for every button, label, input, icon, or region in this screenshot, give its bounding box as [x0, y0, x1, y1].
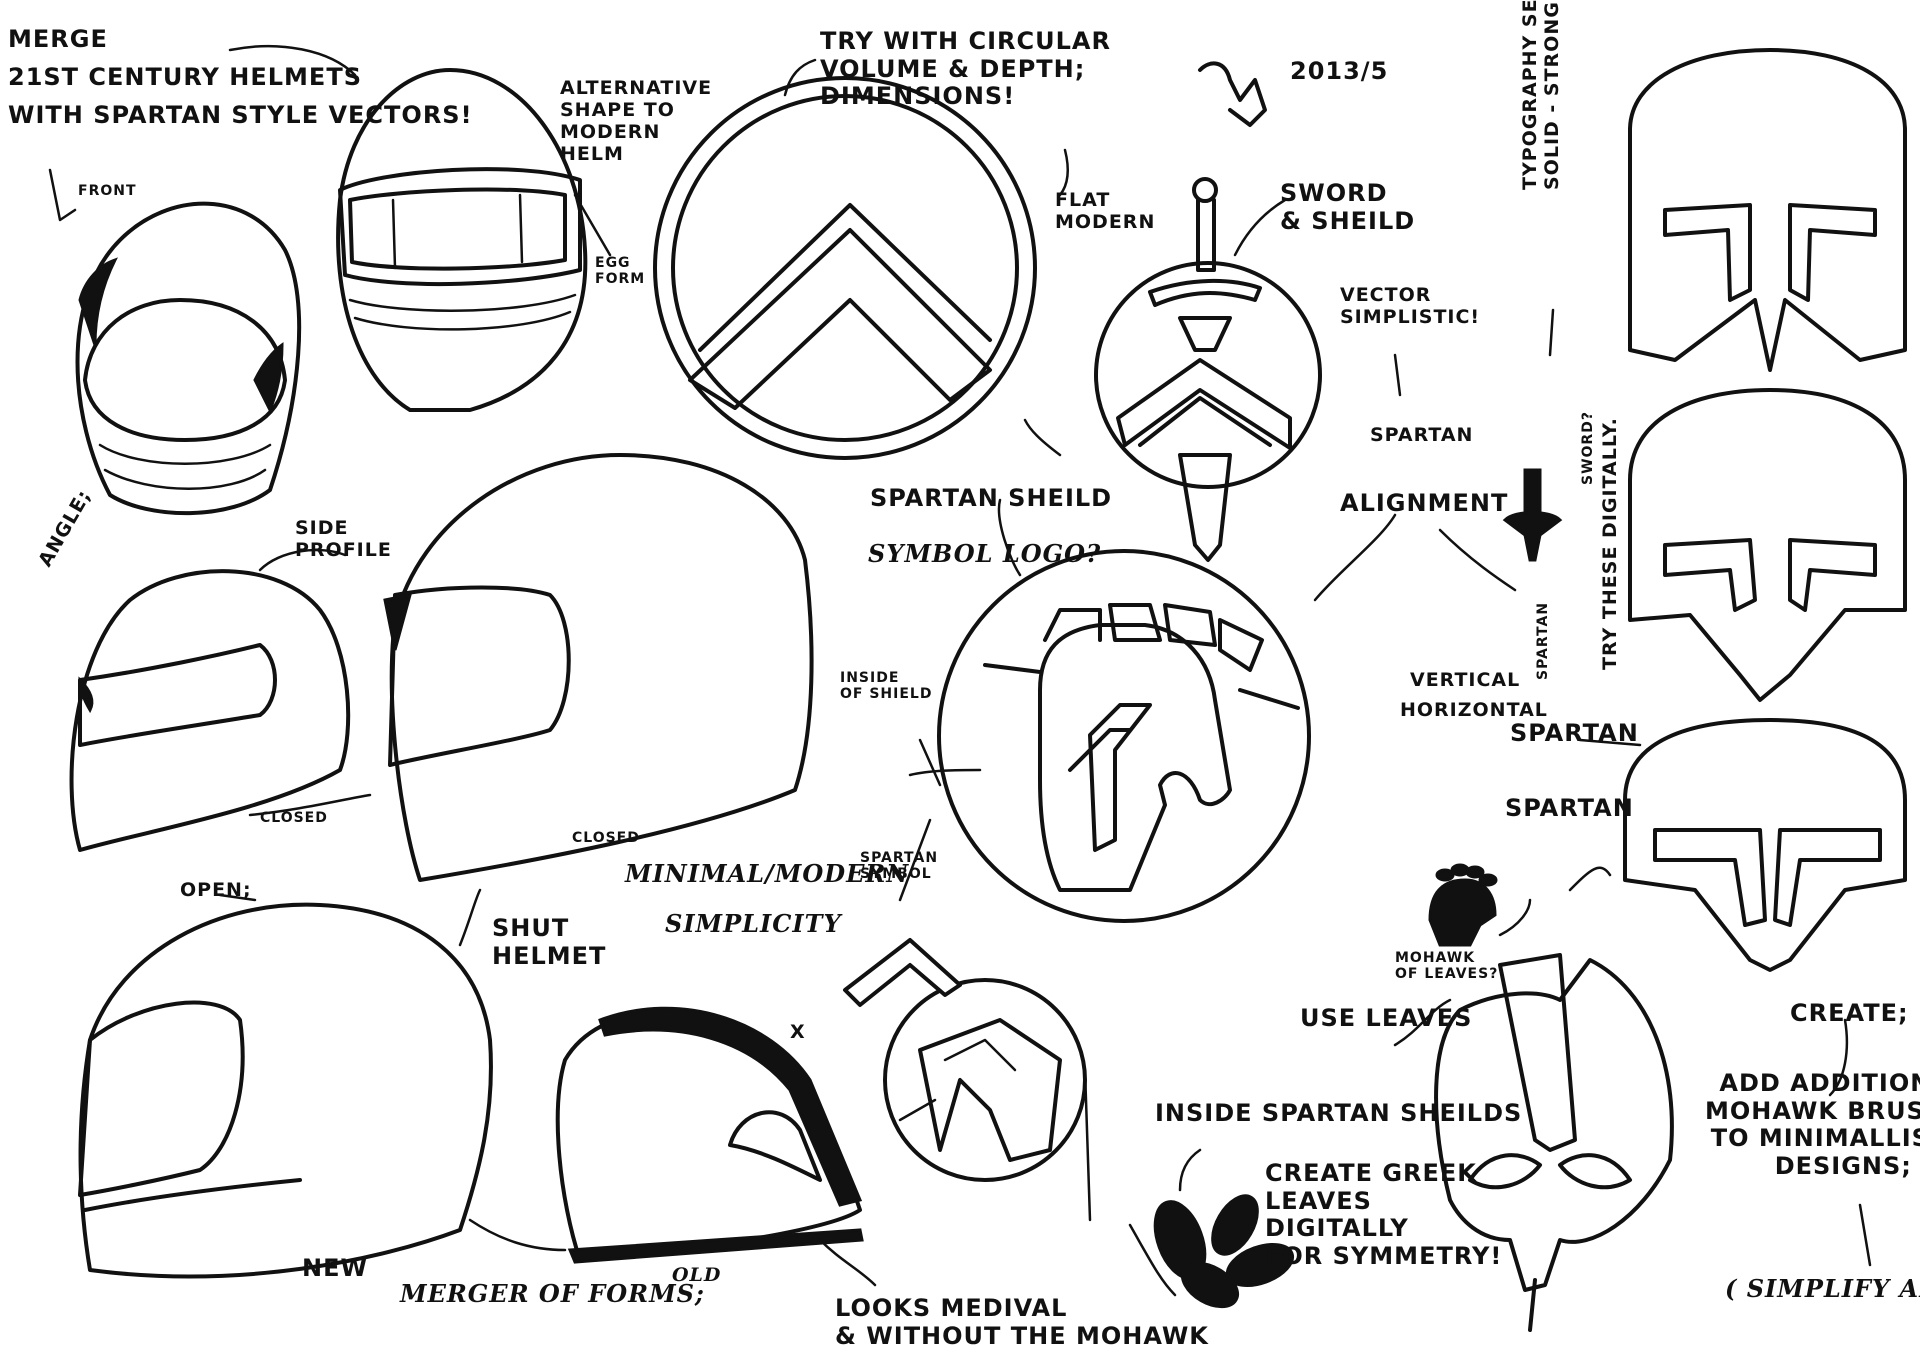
note-vertical: VERTICAL [1410, 669, 1521, 691]
minimal-helmet-2-sketch [1628, 388, 1907, 702]
note-spartan-symbol: SPARTAN SYMBOL [860, 850, 939, 883]
note-spartan-vertical: SPARTAN [1535, 601, 1551, 680]
note-mohawk-leaves: MOHAWK OF LEAVES? [1395, 950, 1499, 983]
minimal-helmet-3-sketch [1623, 718, 1907, 972]
spartan-helmet-shield-sketch [937, 549, 1311, 923]
helmet-front-sketch [75, 201, 302, 516]
note-side-profile: SIDE PROFILE [295, 517, 392, 561]
minimal-helmet-1-sketch [1628, 48, 1907, 372]
note-circular-volume: TRY WITH CIRCULAR VOLUME & DEPTH; DIMENS… [820, 27, 1111, 111]
note-merge-line2: 21ST CENTURY HELMETS [8, 63, 362, 91]
sword-shield-emblem-sketch [1094, 177, 1322, 562]
corinthian-helmet-sketch [1434, 953, 1674, 1332]
note-old: OLD [672, 1264, 722, 1286]
sword-icon-sketch [1502, 468, 1563, 562]
helmet-open-sketch [78, 902, 493, 1279]
note-try-digitally: TRY THESE DIGITALLY. [1599, 417, 1621, 670]
note-use-leaves: USE LEAVES [1300, 1004, 1473, 1032]
signature-date: 2013/5 [1290, 57, 1389, 85]
note-create-greek-leaves: CREATE GREEK LEAVES DIGITALLY FOR SYMMET… [1265, 1159, 1503, 1270]
note-front: FRONT [78, 183, 137, 199]
greek-leaves-sketch [1153, 1194, 1295, 1309]
note-inside-of-shield: INSIDE OF SHIELD [840, 670, 933, 703]
note-flat-modern: FLAT MODERN [1055, 189, 1156, 233]
spartan-helmet-small-circle-sketch [883, 978, 1087, 1182]
spartan-shield-lambda-sketch [653, 76, 1037, 460]
note-minimal-modern: MINIMAL/MODERN [625, 859, 910, 888]
signature-mark [1198, 61, 1267, 127]
note-spartan-h2: SPARTAN [1505, 794, 1634, 822]
note-cross-mark: X [790, 1021, 806, 1043]
note-looks-medieval: LOOKS MEDIVAL & WITHOUT THE MOHAWK [835, 1294, 1209, 1350]
note-sword-q: SWORD? [1580, 411, 1596, 485]
note-merge-line3: WITH SPARTAN STYLE VECTORS! [8, 101, 473, 129]
helmet-side-profile-sketch [69, 569, 351, 852]
note-add-additional: ADD ADDITIONAL MOHAWK BRUSHES TO MINIMAL… [1705, 1069, 1920, 1180]
note-shut-helmet: SHUT HELMET [492, 914, 607, 970]
note-simplify-art: ( SIMPLIFY ART ) [1725, 1274, 1920, 1303]
helmet-old-sketch [555, 1006, 864, 1264]
note-horizontal: HORIZONTAL [1400, 699, 1548, 721]
note-open: OPEN; [180, 879, 252, 901]
note-new: NEW [302, 1254, 368, 1282]
note-simplicity: SIMPLICITY [665, 909, 842, 938]
helmet-closed-sketch [383, 453, 814, 882]
note-inside-spartan-shields: INSIDE SPARTAN SHEILDS [1155, 1099, 1523, 1127]
note-create: CREATE; [1790, 999, 1909, 1027]
annotation-arrows [48, 44, 1872, 1297]
chevron-small-sketch [843, 938, 962, 1007]
note-alternative-shape: ALTERNATIVE SHAPE TO MODERN HELM [560, 77, 713, 165]
note-spartan-small: SPARTAN [1370, 424, 1474, 446]
note-egg-form: EGG FORM [595, 255, 646, 288]
note-sword-shield: SWORD & SHEILD [1280, 179, 1416, 235]
note-closed-small: CLOSED [260, 810, 328, 826]
helmet-egg-sketch [336, 68, 588, 412]
note-closed: CLOSED [572, 830, 640, 846]
note-alignment: ALIGNMENT [1340, 489, 1509, 517]
note-merge-line1: MERGE [8, 25, 108, 53]
mohawk-leaves-icon-sketch [1428, 863, 1498, 947]
note-spartan-shield: SPARTAN SHEILD [870, 484, 1113, 512]
note-spartan-h1: SPARTAN [1510, 719, 1639, 747]
note-typography: TYPOGRAPHY SERIF; SOLID - STRONG [1519, 0, 1563, 190]
note-vector-simplistic: VECTOR SIMPLISTIC! [1340, 284, 1481, 328]
note-merger-of-forms: MERGER OF FORMS; [400, 1279, 705, 1308]
note-symbol-logo: SYMBOL LOGO? [868, 539, 1102, 568]
